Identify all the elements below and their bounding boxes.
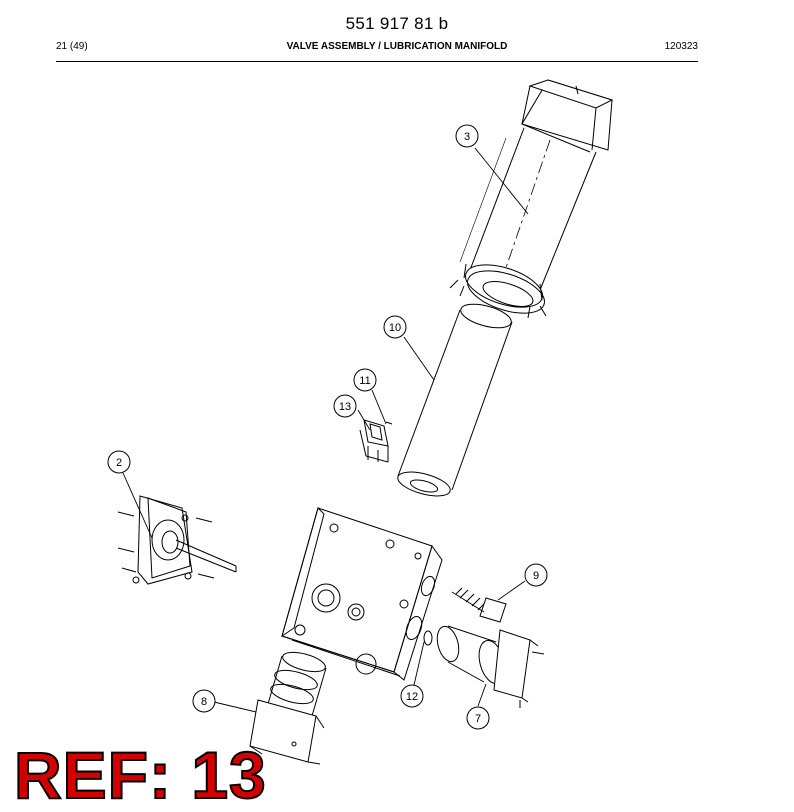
part-3-filter-housing bbox=[449, 79, 614, 319]
ref-stamp-label: REF: 13 bbox=[13, 738, 267, 812]
part-12-o-ring bbox=[423, 630, 433, 646]
callout-8: 8 bbox=[192, 689, 216, 713]
svg-text:7: 7 bbox=[475, 713, 481, 725]
date-code: 120323 bbox=[664, 41, 698, 52]
document-number: 551 917 81 b bbox=[345, 14, 449, 33]
svg-text:2: 2 bbox=[116, 457, 122, 469]
svg-text:8: 8 bbox=[201, 696, 207, 708]
part-2-end-plate bbox=[117, 495, 237, 585]
manifold-block bbox=[281, 507, 443, 681]
part-9-spring-valve bbox=[451, 587, 507, 623]
callout-leaders bbox=[122, 147, 529, 713]
page-reference: 21 (49) bbox=[56, 41, 88, 52]
callout-2: 2 bbox=[107, 450, 131, 474]
svg-text:12: 12 bbox=[406, 691, 418, 703]
svg-text:10: 10 bbox=[389, 322, 401, 334]
callout-10: 10 bbox=[383, 315, 407, 339]
part-7-solenoid-valve bbox=[436, 625, 545, 708]
callout-3: 3 bbox=[455, 124, 479, 148]
part-11-13-pressure-switch bbox=[359, 419, 393, 463]
header-divider bbox=[56, 61, 698, 62]
svg-text:3: 3 bbox=[464, 131, 470, 143]
callout-13: 13 bbox=[333, 394, 357, 418]
page-title: VALVE ASSEMBLY / LUBRICATION MANIFOLD bbox=[286, 41, 508, 52]
svg-text:13: 13 bbox=[339, 401, 351, 413]
callout-9: 9 bbox=[524, 563, 548, 587]
part-10-filter-element bbox=[397, 303, 513, 497]
callout-7: 7 bbox=[466, 706, 490, 730]
svg-text:11: 11 bbox=[359, 375, 370, 387]
part-8-cartridge-valve bbox=[249, 651, 327, 765]
svg-text:9: 9 bbox=[533, 570, 539, 582]
callout-12: 12 bbox=[400, 684, 424, 708]
callout-11: 11 bbox=[353, 368, 377, 392]
